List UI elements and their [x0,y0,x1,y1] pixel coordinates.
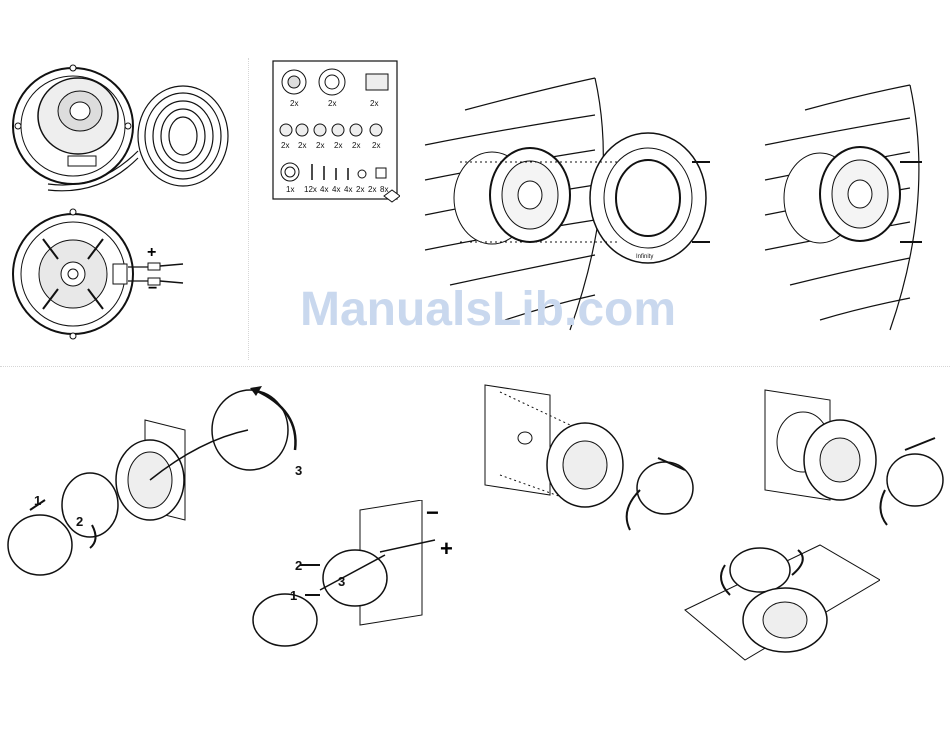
speaker-back-wiring-illustration [8,204,243,349]
part-count: 8x [380,185,388,194]
part-count: 2x [352,141,360,150]
grille-brand-label: Infinity [636,254,653,260]
step-number: 1 [34,493,41,508]
parts-count-labels: 2x 2x 2x 2x 2x 2x 2x 2x 2x 1x 12x 4x 4x … [272,60,400,200]
part-count: 2x [334,141,342,150]
step-number: 3 [338,574,345,589]
part-count: 4x [344,185,352,194]
part-count: 2x [368,185,376,194]
part-count: 2x [372,141,380,150]
part-count: 2x [356,185,364,194]
panel-mount-illustration [680,520,880,670]
part-count: 1x [286,185,294,194]
part-count: 2x [281,141,289,150]
polarity-plus-sign: + [440,536,453,562]
part-count: 2x [290,99,298,108]
bracket-mount-variant-illustration [755,380,950,530]
part-count: 12x [304,185,317,194]
part-count: 2x [370,99,378,108]
step-number: 1 [290,588,297,603]
horizontal-divider [0,366,950,367]
wire-plus-sign: + [147,244,156,262]
part-count: 4x [320,185,328,194]
wire-minus-sign: − [148,280,157,298]
polarity-minus-sign: − [426,500,439,526]
step-number: 2 [295,558,302,573]
bracket-mount-illustration [480,380,700,540]
step-number: 2 [76,514,83,529]
step-number: 3 [295,463,302,478]
part-count: 2x [298,141,306,150]
part-count: 2x [316,141,324,150]
watermark: ManualsLib.com [268,282,708,337]
part-count: 4x [332,185,340,194]
vertical-divider [248,58,249,360]
speaker-with-gasket-illustration [8,56,243,196]
part-count: 2x [328,99,336,108]
installed-speaker-illustration [760,70,950,350]
